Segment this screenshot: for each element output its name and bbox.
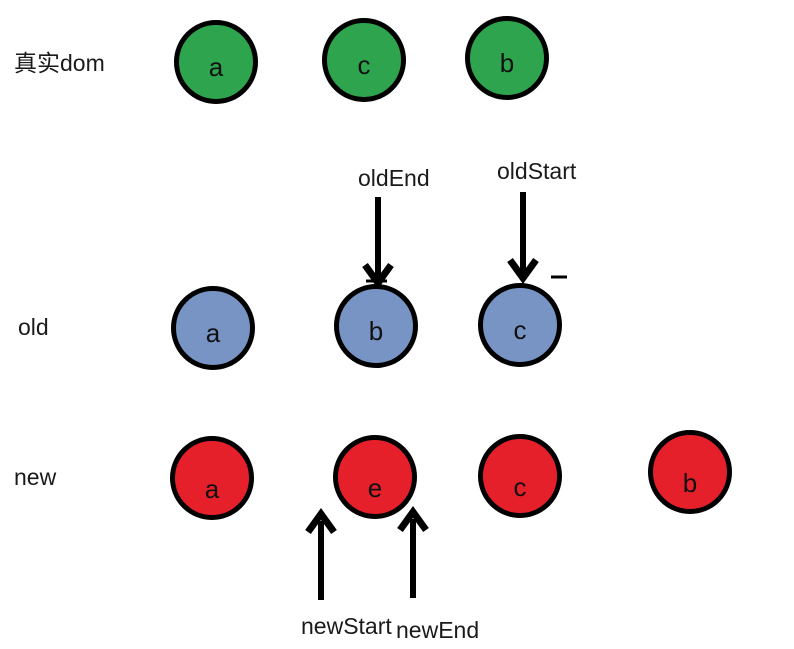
new-start-arrow-icon [305,508,337,600]
old-start-arrow-icon [507,192,539,284]
node-real-dom-b: b [465,16,549,100]
node-new-c: c [478,434,562,518]
node-letter: a [205,317,221,348]
node-letter: b [682,467,698,498]
node-letter: b [368,315,384,346]
row-label-real-dom: 真实dom [14,50,105,76]
pointer-label-new-start: newStart [301,613,392,639]
pointer-label-old-start: oldStart [497,158,577,184]
pointer-label-old-end: oldEnd [358,165,430,191]
node-letter: c [513,471,527,502]
row-label-old: old [18,314,49,340]
node-letter: a [208,51,224,82]
node-new-b: b [648,430,732,514]
node-letter: c [357,49,371,80]
row-label-new: new [14,464,57,490]
node-new-a: a [170,436,254,520]
node-letter: a [204,473,220,504]
node-letter: c [513,314,527,345]
node-new-e: e [333,435,417,519]
new-end-arrow-icon [397,506,429,598]
pointer-label-new-end: newEnd [396,617,480,643]
node-real-dom-a: a [174,20,258,104]
node-old-b: b [334,284,418,368]
node-letter: b [499,47,515,78]
old-end-arrow-icon [362,197,394,289]
node-real-dom-c: c [322,18,406,102]
node-old-c: c [478,283,562,367]
node-letter: e [367,472,383,503]
node-old-a: a [171,286,255,370]
